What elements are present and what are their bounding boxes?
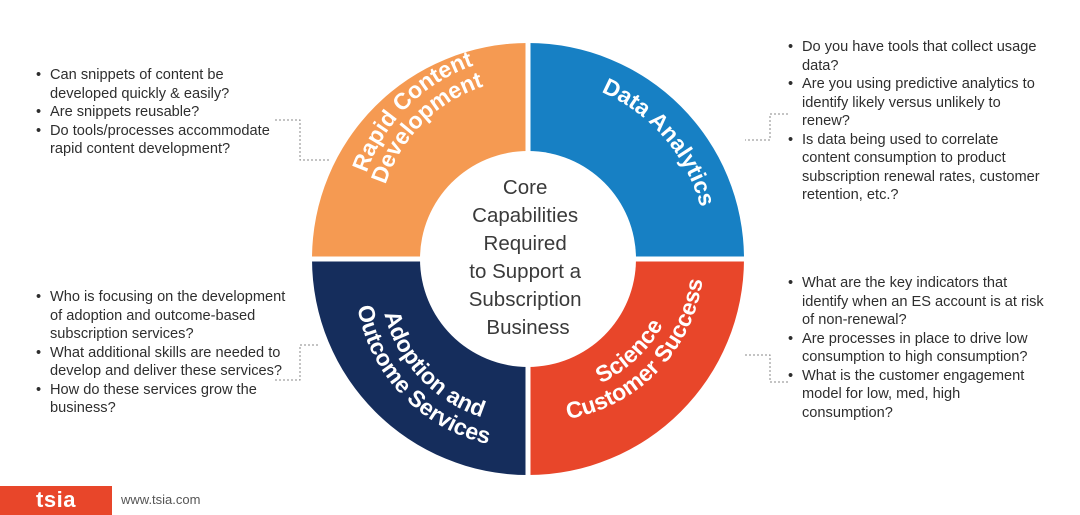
tsia-logo: tsia <box>0 486 112 515</box>
adoption-questions: Who is focusing on the development of ad… <box>36 288 288 418</box>
connector-line <box>745 113 788 141</box>
question-item: Are processes in place to drive low cons… <box>788 330 1050 367</box>
center-title: Core Capabilities Required to Support a … <box>469 176 588 339</box>
segment-adoption <box>312 259 528 475</box>
question-item: Can snippets of content be developed qui… <box>36 66 284 103</box>
question-item: What is the customer engagement model fo… <box>788 367 1050 423</box>
footer: tsia www.tsia.com <box>0 486 260 515</box>
data-analytics-questions: Do you have tools that collect usage dat… <box>788 38 1050 205</box>
segment-customer-success <box>528 259 744 475</box>
question-item: What are the key indicators that identif… <box>788 274 1050 330</box>
question-item: Is data being used to correlate content … <box>788 131 1050 205</box>
question-item: Are you using predictive analytics to id… <box>788 75 1050 131</box>
question-item: Do you have tools that collect usage dat… <box>788 38 1050 75</box>
question-item: Who is focusing on the development of ad… <box>36 288 288 344</box>
connector-line <box>275 344 320 381</box>
question-item: What additional skills are needed to dev… <box>36 344 288 381</box>
connector-line <box>745 354 788 383</box>
website-link[interactable]: www.tsia.com <box>121 492 201 507</box>
rapid-content-questions: Can snippets of content be developed qui… <box>36 66 284 159</box>
segment-data-analytics <box>528 43 744 259</box>
segment-rapid-content <box>312 43 528 259</box>
question-item: Do tools/processes accommodate rapid con… <box>36 122 284 159</box>
question-item: How do these services grow the business? <box>36 381 288 418</box>
connector-line <box>275 119 330 161</box>
customer-success-questions: What are the key indicators that identif… <box>788 274 1050 422</box>
question-item: Are snippets reusable? <box>36 103 284 122</box>
